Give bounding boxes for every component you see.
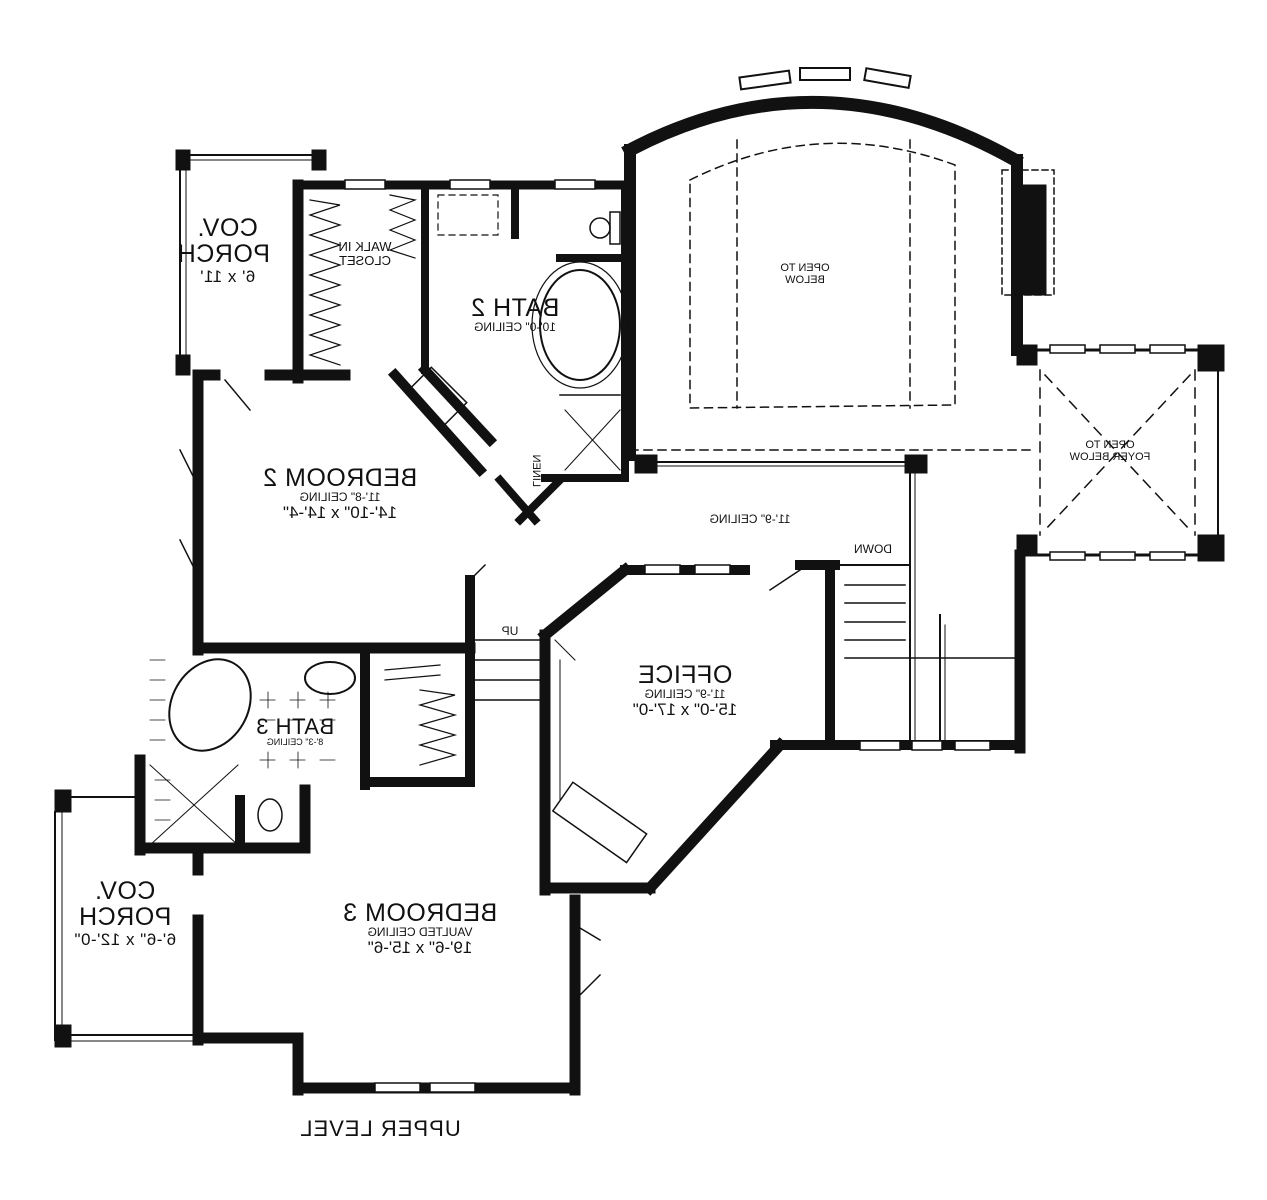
walk-in-closet-label: WALK IN CLOSET xyxy=(330,239,400,268)
open-to-foyer-area xyxy=(1016,344,1225,562)
covered-porch-bottom xyxy=(54,789,196,1048)
porch-top-name-line1: COV. xyxy=(197,214,258,242)
bath-3-area xyxy=(134,643,475,856)
office-ceiling: 11'-9" CEILING xyxy=(644,687,726,702)
bedroom-3-walls xyxy=(192,849,602,1096)
bedroom-2-name: BEDROOM 2 xyxy=(262,464,418,492)
bath-2-label: BATH 2 10'-0" CEILING xyxy=(455,294,575,335)
bedroom-3-name: BEDROOM 3 xyxy=(342,899,498,927)
open-to-below-line1: OPEN TO xyxy=(780,262,830,274)
covered-porch-top xyxy=(175,149,327,376)
porch-top-dims: 6' x 11' xyxy=(199,266,256,286)
office-name: OFFICE xyxy=(637,661,733,689)
porch-bottom-label: COV. PORCH 6'-6" x 12'-0" xyxy=(65,877,185,949)
bath-2-name: BATH 2 xyxy=(470,294,560,322)
open-to-foyer-line1: OPEN TO xyxy=(1085,439,1135,451)
walls-upper-left xyxy=(192,179,635,526)
bath-3-ceiling: 8'-3" CEILING xyxy=(266,737,324,748)
office-label: OFFICE 11'-9" CEILING 15'-0" x 17'-0" xyxy=(600,661,770,719)
office-walls xyxy=(537,560,845,896)
bath-2-ceiling: 10'-0" CEILING xyxy=(474,320,556,335)
office-dims: 15'-0" x 17'-0" xyxy=(632,699,738,719)
porch-top-name-line2: PORCH xyxy=(177,240,270,269)
stairs-down-label: DOWN xyxy=(854,542,892,556)
bedroom-3-label: BEDROOM 3 VAULTED CEILING 19'-6" x 15'-6… xyxy=(330,899,510,957)
hall-ceiling-label: 11'-9" CEILING xyxy=(709,512,791,526)
drawing-title: UPPER LEVEL xyxy=(299,1116,461,1141)
staircase xyxy=(474,454,1026,754)
walk-in-closet-line2: CLOSET xyxy=(339,252,392,268)
bedroom-3-dims: 19'-6" x 15'-6" xyxy=(367,937,473,957)
bath-3-name: BATH 3 xyxy=(255,714,335,739)
walk-in-closet-line1: WALK IN xyxy=(338,239,392,254)
bedroom-3-ceiling: VAULTED CEILING xyxy=(367,925,473,940)
bath-3-label: BATH 3 8'-3" CEILING xyxy=(240,714,350,748)
porch-bottom-dims: 6'-6" x 12'-0" xyxy=(73,929,177,949)
bedroom-2-walls xyxy=(178,374,487,656)
open-to-below-area xyxy=(621,67,1055,467)
porch-bottom-name-line1: COV. xyxy=(94,877,156,905)
open-to-below-label: OPEN TO BELOW xyxy=(770,262,840,286)
open-to-foyer-line2: FOYER BELOW xyxy=(1069,450,1151,463)
open-to-below-line2: BELOW xyxy=(785,273,825,286)
porch-top-label: COV. PORCH 6' x 11' xyxy=(177,214,270,286)
porch-bottom-name-line2: PORCH xyxy=(78,903,172,932)
stairs-up-label: UP xyxy=(501,624,519,638)
linen-label: LINEN xyxy=(529,454,542,487)
bedroom-2-label: BEDROOM 2 11'-8" CEILING 14'-10" x 14'-4… xyxy=(250,464,430,522)
bedroom-2-dims: 14'-10" x 14'-4" xyxy=(283,502,398,522)
open-to-foyer-label: OPEN TO FOYER BELOW xyxy=(1060,439,1160,463)
bedroom-2-ceiling: 11'-8" CEILING xyxy=(299,490,381,505)
